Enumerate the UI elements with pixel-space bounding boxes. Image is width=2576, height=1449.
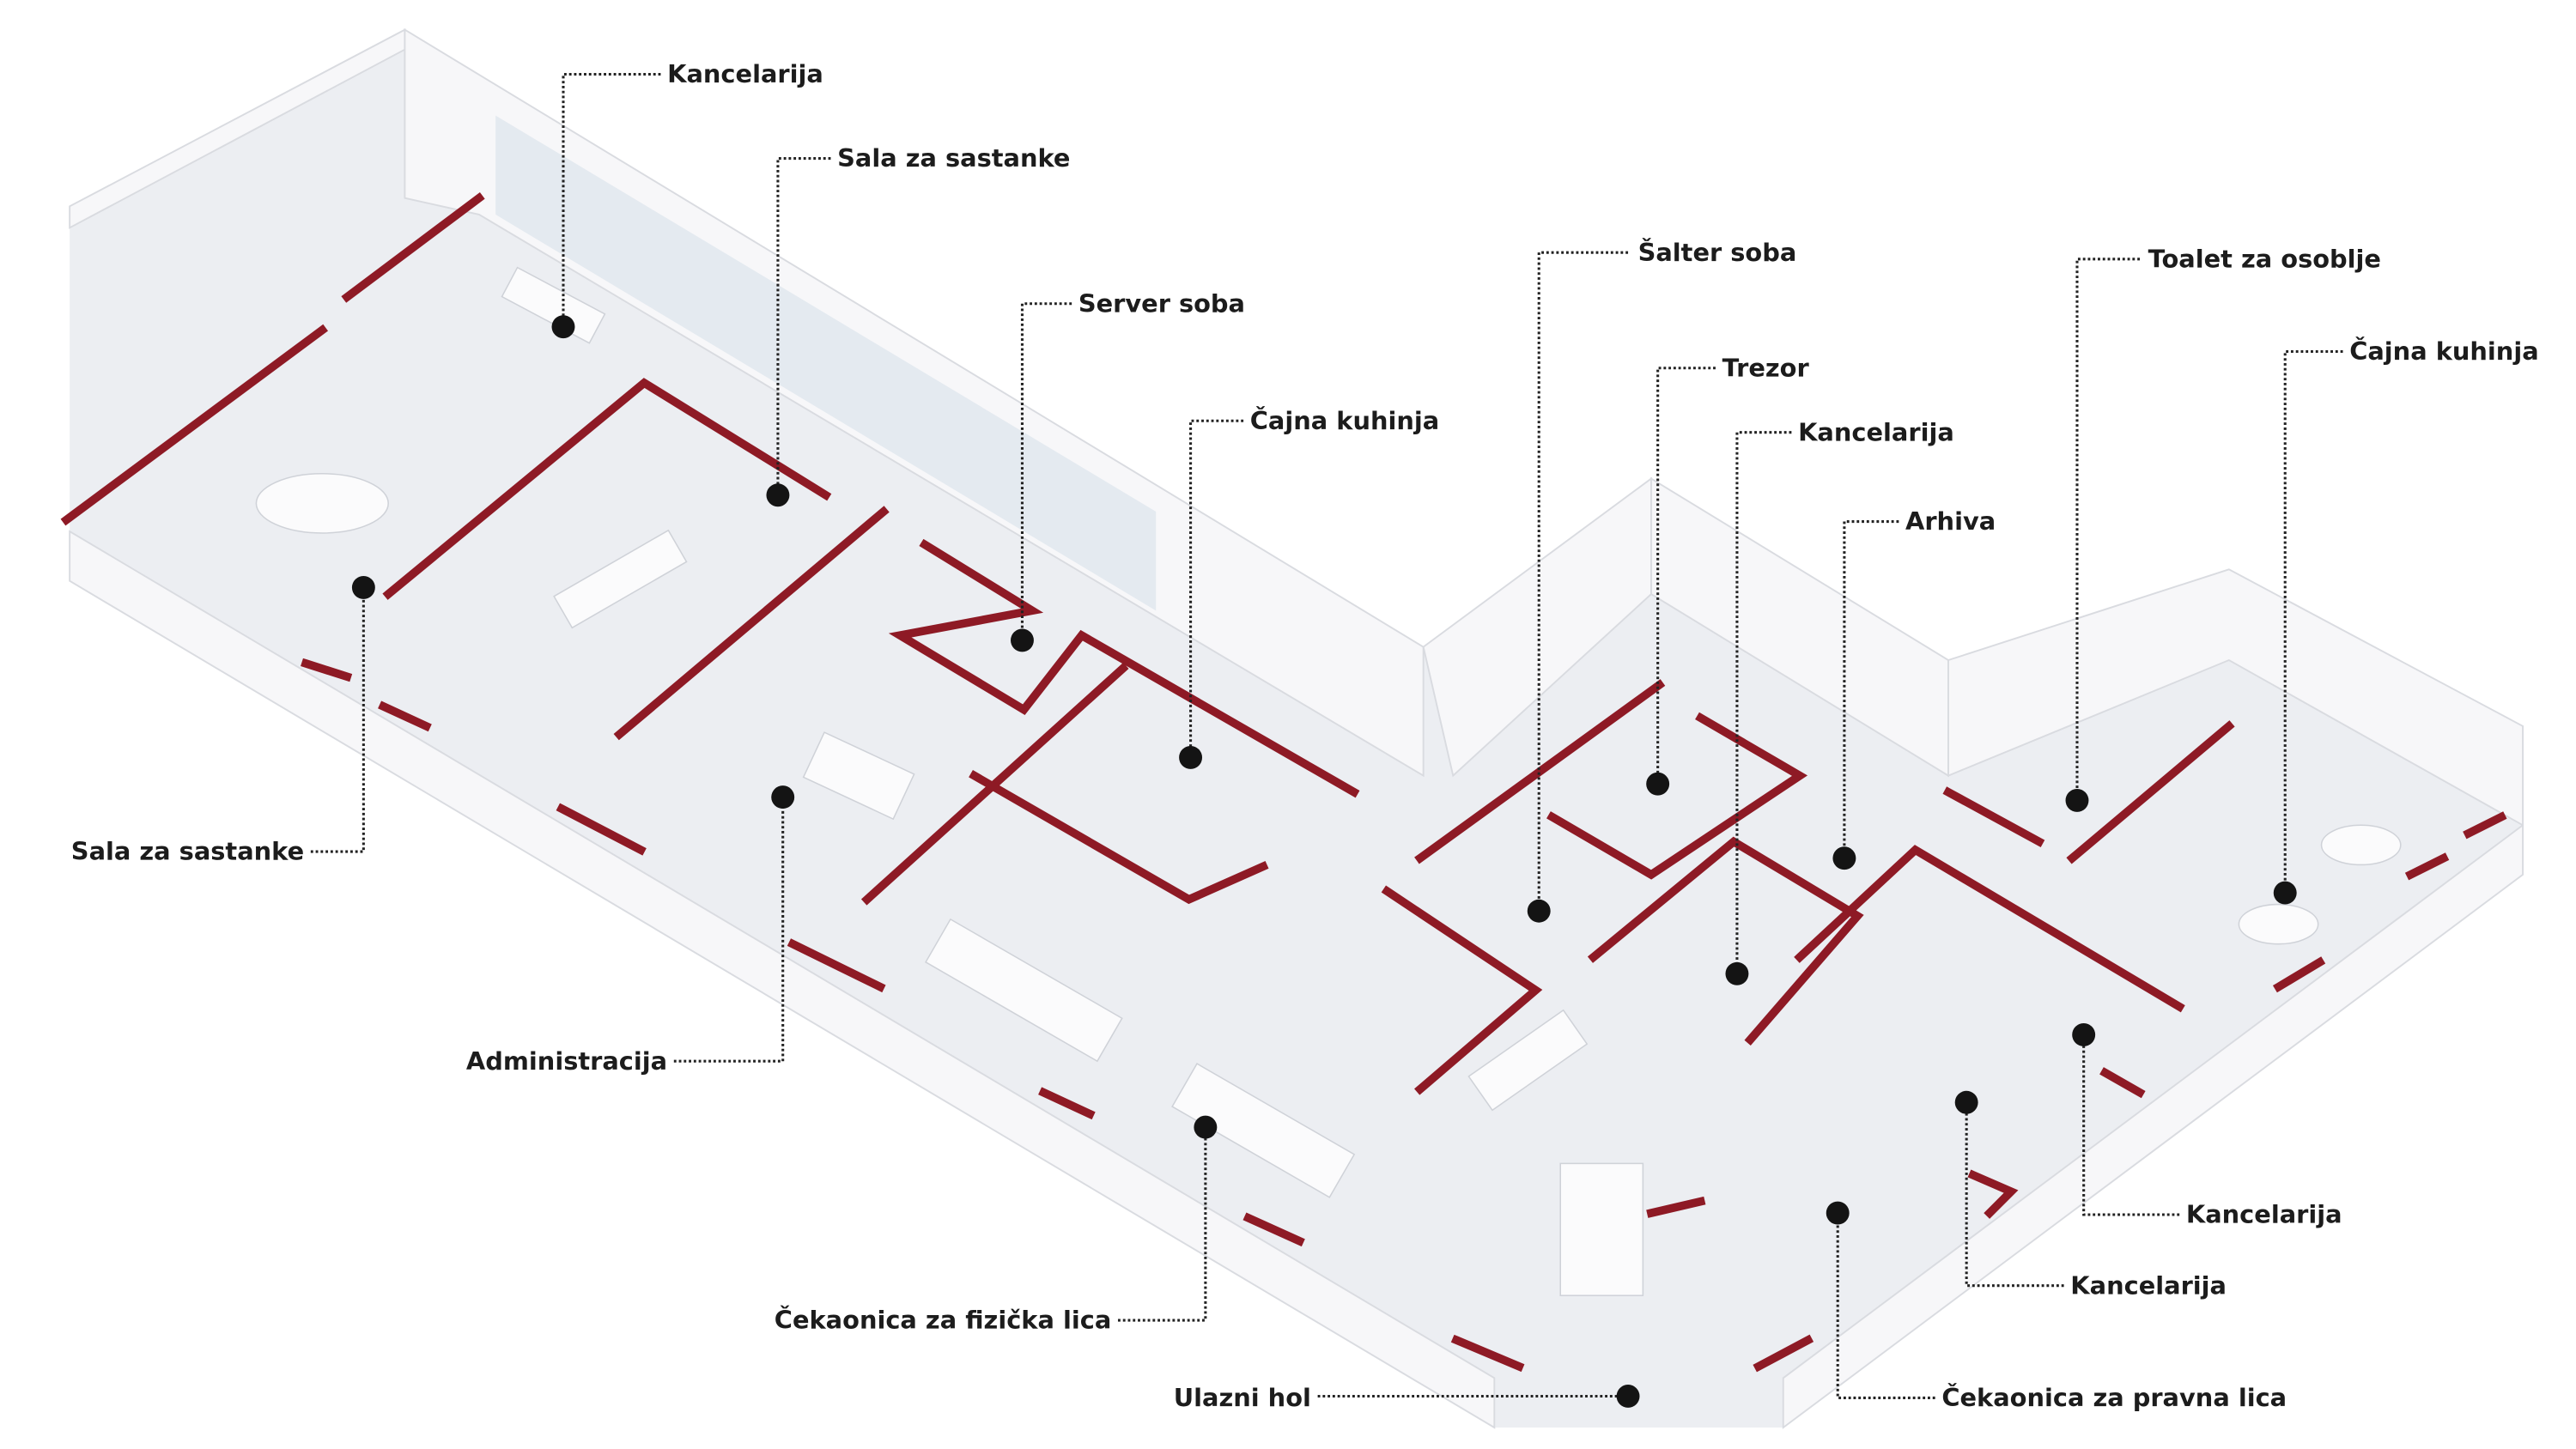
room-labels: Kancelarija Sala za sastanke Server soba… xyxy=(71,59,2539,1412)
label-sala-za-sastanke-1[interactable]: Sala za sastanke xyxy=(766,143,1070,507)
exterior-right-wall xyxy=(1782,823,2524,1429)
label-text: Čajna kuhinja xyxy=(1250,406,1439,435)
label-text: Trezor xyxy=(1722,353,1810,382)
label-sala-za-sastanke-2[interactable]: Sala za sastanke xyxy=(71,575,375,866)
label-text: Server soba xyxy=(1078,288,1245,318)
floor-slab xyxy=(70,29,2524,1428)
label-text: Toalet za osoblje xyxy=(2148,244,2381,273)
furniture xyxy=(255,266,2402,1296)
label-text: Arhiva xyxy=(1905,506,1996,536)
label-arhiva[interactable]: Arhiva xyxy=(1832,506,1996,870)
label-text: Kancelarija xyxy=(2070,1270,2227,1300)
label-text: Ulazni hol xyxy=(1174,1383,1311,1412)
label-trezor[interactable]: Trezor xyxy=(1646,353,1810,796)
label-administracija[interactable]: Administracija xyxy=(466,785,795,1076)
label-cekaonica-pravna-lica[interactable]: Čekaonica za pravna lica xyxy=(1826,1201,2287,1412)
label-text: Šalter soba xyxy=(1638,238,1797,267)
label-text: Kancelarija xyxy=(2186,1200,2342,1229)
label-text: Administracija xyxy=(466,1046,667,1076)
label-cajna-kuhinja-1[interactable]: Čajna kuhinja xyxy=(1179,406,1439,769)
label-salter-soba[interactable]: Šalter soba xyxy=(1527,238,1797,923)
label-ulazni-hol[interactable]: Ulazni hol xyxy=(1174,1383,1640,1412)
building xyxy=(60,27,2524,1429)
label-server-soba[interactable]: Server soba xyxy=(1011,288,1245,652)
partition-walls xyxy=(60,191,2507,1373)
label-text: Kancelarija xyxy=(1798,417,1954,446)
label-kancelarija-4[interactable]: Kancelarija xyxy=(2072,1022,2342,1229)
label-text: Čekaonica za pravna lica xyxy=(1941,1383,2287,1412)
label-cajna-kuhinja-2[interactable]: Čajna kuhinja xyxy=(2273,336,2539,905)
label-text: Čekaonica za fizička lica xyxy=(775,1306,1111,1335)
label-text: Kancelarija xyxy=(667,59,823,88)
label-text: Sala za sastanke xyxy=(71,837,304,866)
label-kancelarija-2[interactable]: Kancelarija xyxy=(1725,417,1954,985)
back-wall-right-3 xyxy=(1947,568,2524,827)
label-kancelarija-1[interactable]: Kancelarija xyxy=(551,59,823,339)
label-text: Sala za sastanke xyxy=(837,143,1070,173)
window-wall xyxy=(495,115,1157,611)
label-kancelarija-3[interactable]: Kancelarija xyxy=(1954,1090,2227,1300)
label-cekaonica-fizicka-lica[interactable]: Čekaonica za fizička lica xyxy=(775,1115,1218,1335)
label-toalet-za-osoblje[interactable]: Toalet za osoblje xyxy=(2065,244,2381,812)
label-text: Čajna kuhinja xyxy=(2349,336,2538,366)
